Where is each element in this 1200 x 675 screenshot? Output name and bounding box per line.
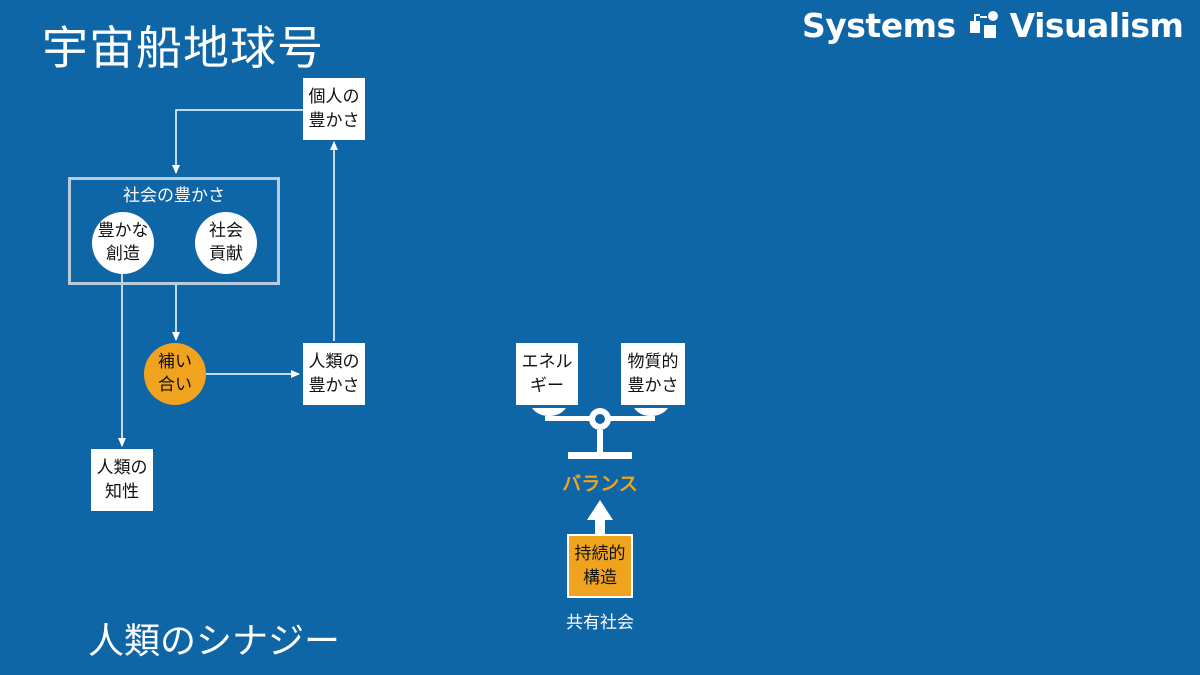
brand-text-visualism: Visualism (1009, 6, 1184, 45)
brand-text-systems: Systems (802, 6, 956, 45)
page-title: 宇宙船地球号 (42, 21, 324, 75)
balance-scale-icon (532, 408, 668, 459)
human-intellect-line1: 人類の (96, 458, 148, 478)
personal-wealth-line2: 豊かさ (308, 111, 360, 131)
rich-creation-node: 豊かな 創造 (92, 212, 154, 274)
human-wealth-line2: 豊かさ (308, 376, 360, 396)
human-wealth-line1: 人類の (308, 352, 360, 372)
rich-creation-line2: 創造 (106, 244, 140, 264)
rich-creation-line1: 豊かな (97, 221, 149, 241)
human-intellect-line2: 知性 (105, 482, 139, 502)
shared-society-label: 共有社会 (566, 613, 634, 633)
complement-line2: 合い (158, 375, 192, 395)
material-wealth-node: 物質的 豊かさ (621, 343, 685, 405)
personal-wealth-line1: 個人の (308, 87, 360, 107)
arrow-sustainable-to-balance (587, 500, 613, 534)
sustainable-structure-line2: 構造 (583, 568, 617, 588)
energy-line1: エネル (521, 352, 573, 372)
social-contribution-line1: 社会 (209, 221, 243, 241)
human-intellect-node: 人類の 知性 (91, 449, 153, 511)
brand-logo: Systems Visualism (802, 6, 1184, 45)
social-contribution-line2: 貢献 (209, 244, 243, 264)
energy-line2: ギー (530, 376, 564, 396)
human-wealth-node: 人類の 豊かさ (303, 343, 365, 405)
personal-wealth-node: 個人の 豊かさ (303, 78, 365, 140)
society-wealth-label: 社会の豊かさ (123, 186, 225, 206)
complement-line1: 補い (158, 352, 192, 372)
arrow-personal-to-society (172, 109, 303, 174)
page-subtitle: 人類のシナジー (88, 621, 341, 662)
energy-node: エネル ギー (516, 343, 578, 405)
sustainable-structure-node: 持続的 構造 (567, 534, 633, 598)
material-wealth-line2: 豊かさ (627, 376, 679, 396)
material-wealth-line1: 物質的 (627, 352, 679, 372)
balance-label: バランス (562, 473, 638, 495)
society-wealth-group (68, 177, 280, 285)
systems-visualism-logo-icon (969, 10, 998, 38)
social-contribution-node: 社会 貢献 (195, 212, 257, 274)
complement-node: 補い 合い (144, 343, 206, 405)
sustainable-structure-line1: 持続的 (574, 544, 626, 564)
